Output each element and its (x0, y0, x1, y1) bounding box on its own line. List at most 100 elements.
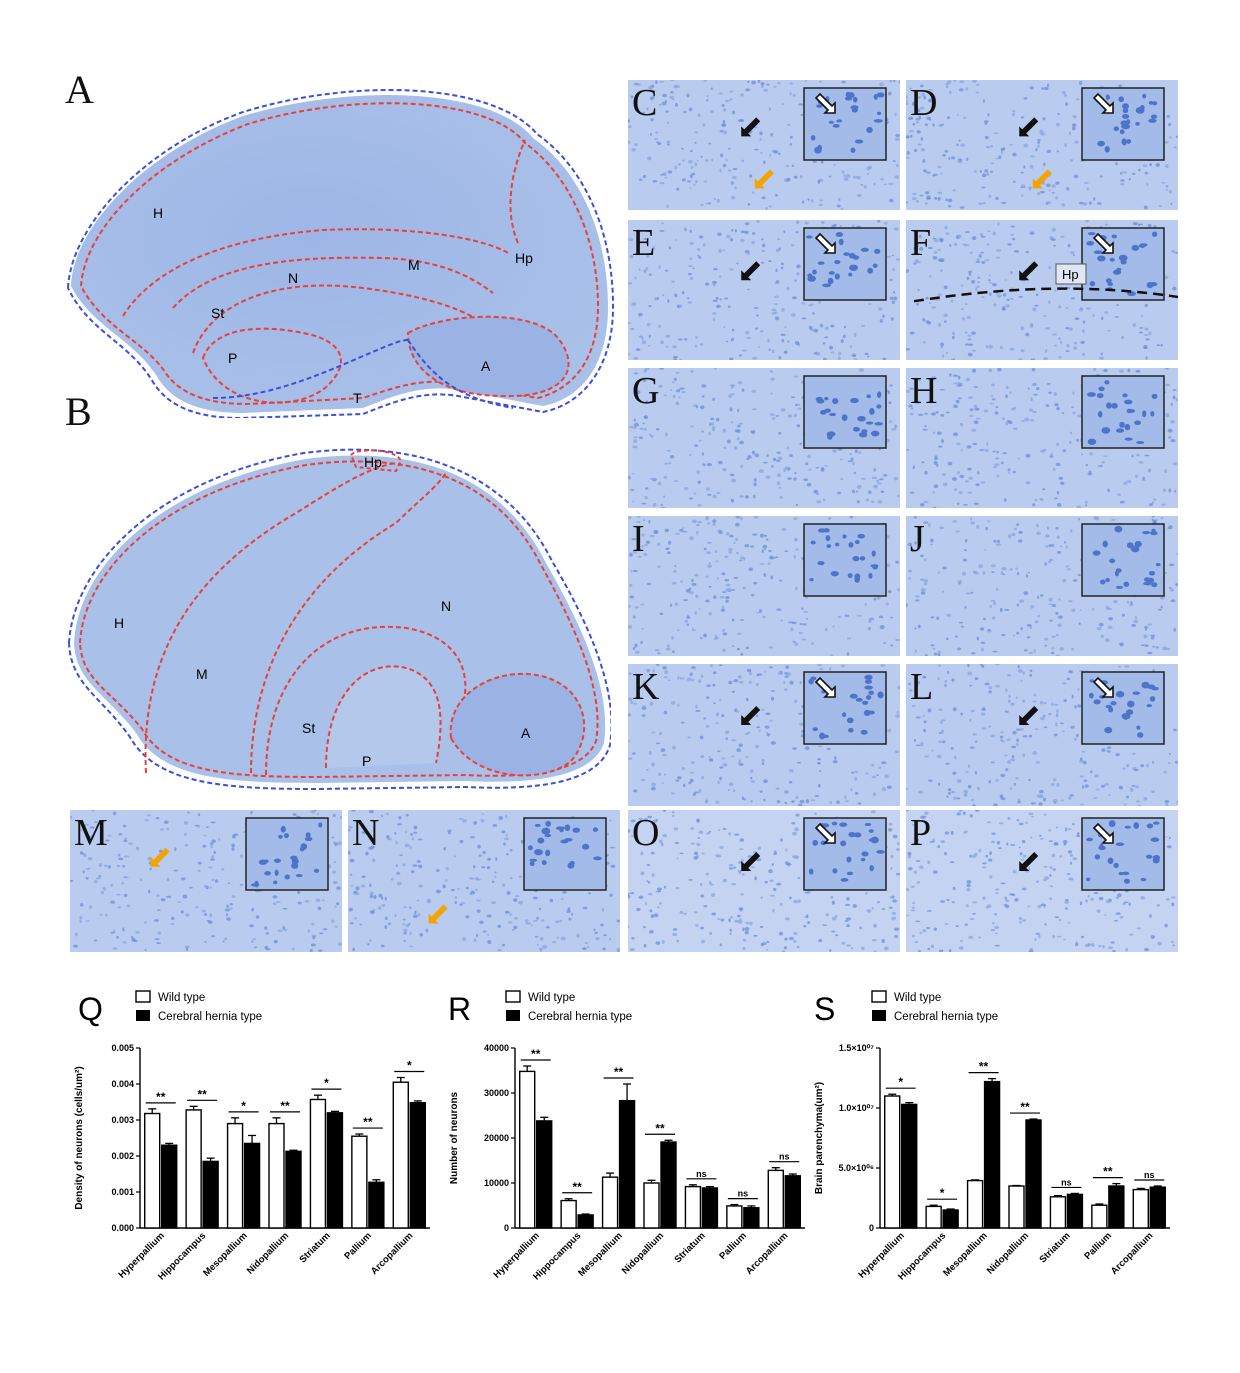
cell-dot (1165, 185, 1169, 188)
cell-dot (705, 872, 710, 876)
inset-cell (861, 851, 869, 857)
cell-dot (122, 927, 125, 932)
inset-cell (1142, 93, 1147, 99)
cell-dot (891, 916, 896, 921)
cell-dot (708, 431, 711, 436)
cell-dot (588, 892, 592, 895)
cell-dot (775, 415, 780, 417)
cell-dot (96, 823, 99, 828)
cell-dot (733, 541, 736, 545)
cell-dot (917, 624, 921, 629)
cell-dot (990, 144, 994, 148)
cell-dot (714, 550, 718, 554)
cell-dot (636, 520, 641, 524)
cell-dot (658, 103, 662, 106)
cell-dot (334, 905, 337, 908)
black-arrow-icon (1019, 705, 1039, 725)
cell-dot (1141, 479, 1146, 481)
inset-cell (1136, 440, 1145, 445)
cell-dot (1055, 181, 1060, 185)
cell-dot (891, 428, 897, 431)
cell-dot (783, 230, 786, 234)
cell-dot (987, 858, 993, 862)
cell-dot (507, 921, 513, 924)
inset-cell (1142, 530, 1151, 535)
hollow-arrow-icon (1092, 676, 1114, 698)
region-label: Hp (515, 250, 533, 266)
cell-dot (1169, 563, 1175, 567)
cell-dot (655, 941, 661, 945)
significance-mark: ** (655, 1121, 665, 1135)
cell-dot (695, 594, 699, 598)
cell-dot (795, 796, 799, 800)
cell-dot (941, 729, 944, 734)
cell-dot (831, 224, 836, 228)
cell-dot (849, 344, 852, 349)
cell-dot (693, 629, 696, 632)
cell-dot (1029, 86, 1034, 90)
cell-dot (1171, 902, 1175, 907)
cell-dot (964, 343, 970, 346)
cell-dot (1009, 347, 1015, 351)
cell-dot (747, 855, 753, 858)
cell-dot (637, 312, 643, 317)
cell-dot (764, 725, 770, 729)
cell-dot (944, 679, 947, 683)
cell-dot (992, 283, 997, 287)
cell-dot (924, 558, 927, 561)
cell-dot (911, 101, 916, 106)
cell-dot (738, 919, 743, 924)
cell-dot (646, 864, 651, 867)
cell-dot (229, 907, 233, 910)
cell-dot (533, 919, 539, 922)
cell-dot (1066, 568, 1072, 571)
cell-dot (797, 407, 802, 410)
cell-dot (891, 254, 894, 257)
cell-dot (88, 867, 91, 870)
cell-dot (1078, 201, 1084, 205)
cell-dot (653, 530, 659, 535)
cell-dot (864, 352, 869, 356)
cell-dot (946, 795, 949, 798)
inset-cell (840, 840, 847, 847)
cell-dot (1018, 920, 1022, 924)
inset-cell (847, 573, 853, 579)
micrograph-m (70, 810, 342, 952)
cell-dot (123, 876, 127, 879)
cell-dot (1171, 896, 1176, 899)
cell-dot (789, 453, 793, 458)
cell-dot (758, 729, 762, 732)
cell-dot (712, 519, 717, 523)
cell-dot (679, 677, 685, 680)
cell-dot (413, 825, 418, 830)
inset-cell (534, 848, 543, 856)
inset-cell (564, 824, 571, 832)
cell-dot (999, 345, 1003, 350)
cell-dot (930, 644, 935, 647)
cell-dot (716, 577, 719, 580)
cell-dot (394, 832, 397, 835)
cell-dot (1035, 293, 1039, 297)
cell-dot (930, 98, 934, 103)
cell-dot (922, 428, 928, 431)
cell-dot (805, 799, 810, 804)
cell-dot (986, 442, 989, 447)
cell-dot (992, 450, 996, 453)
cell-dot (1172, 395, 1176, 400)
cell-dot (1016, 523, 1020, 526)
bar-wild (309, 1098, 327, 1229)
cell-dot (594, 931, 598, 934)
cell-dot (1055, 713, 1059, 718)
cell-dot (875, 479, 880, 483)
cell-dot (696, 470, 700, 475)
cell-dot (909, 491, 915, 494)
cell-dot (980, 481, 986, 484)
cell-dot (700, 155, 703, 158)
cell-dot (1129, 933, 1134, 936)
cell-dot (1017, 669, 1023, 673)
cell-dot (768, 205, 772, 208)
cell-dot (457, 887, 460, 891)
cell-dot (893, 296, 898, 301)
cell-dot (1145, 356, 1148, 360)
